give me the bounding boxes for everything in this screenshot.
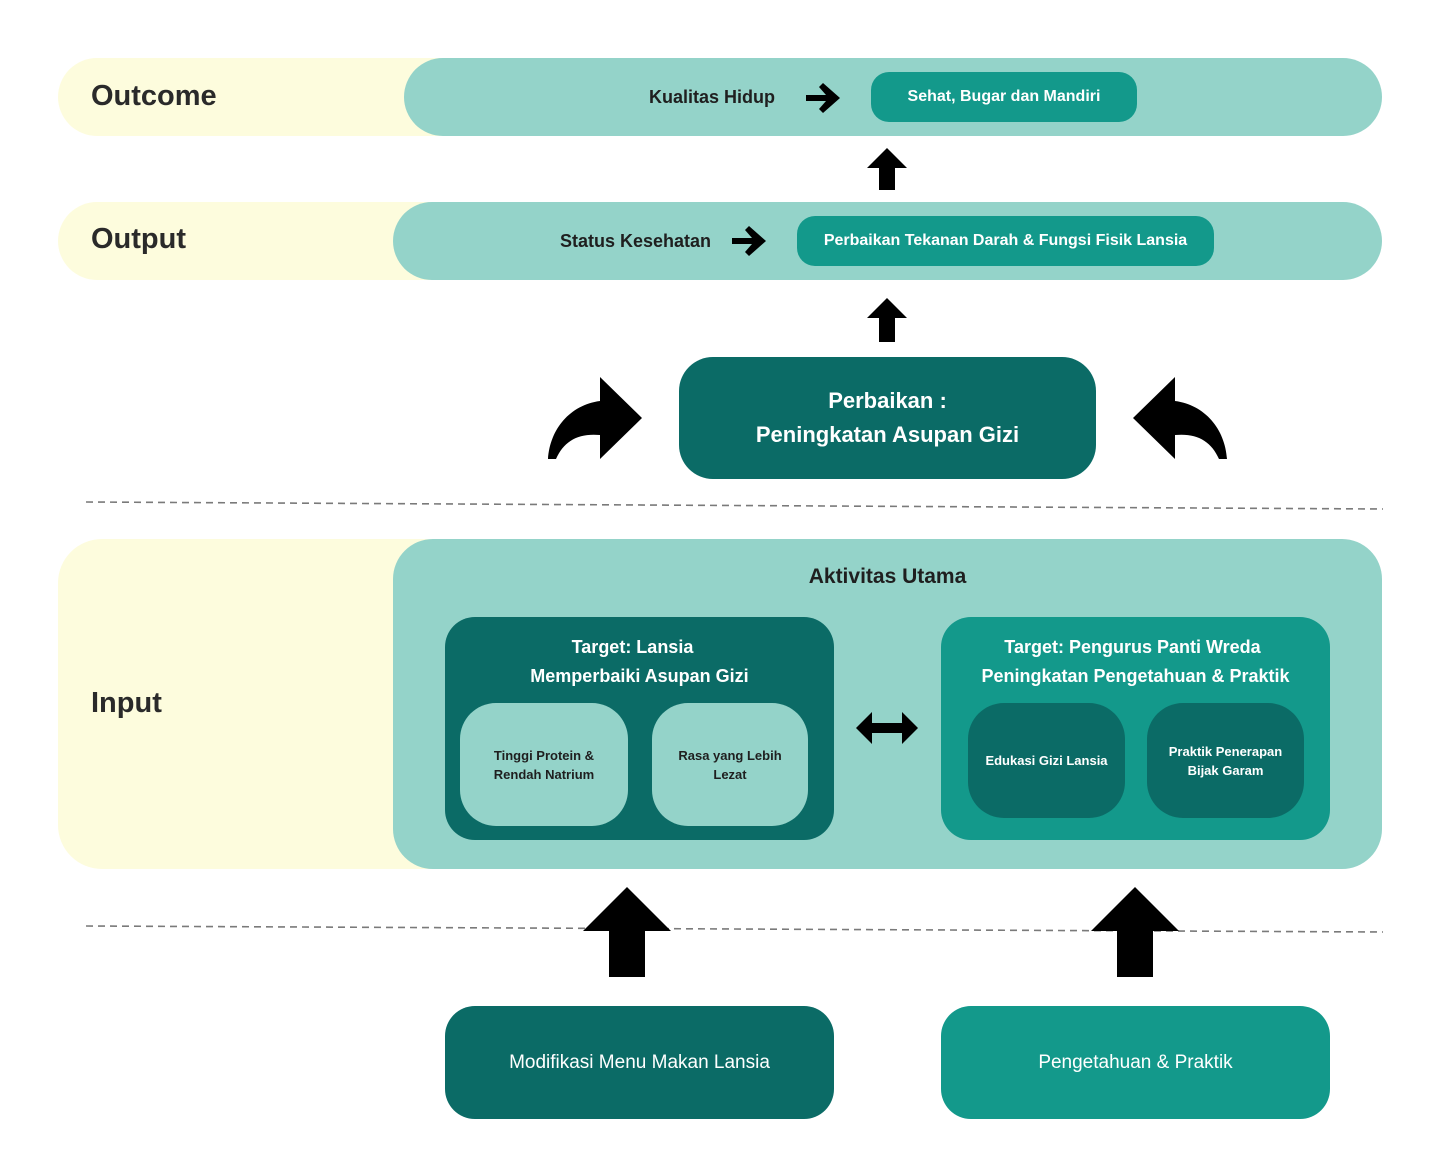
target-pengurus-title: Target: Pengurus Panti Wreda Peningkatan… [941,633,1330,691]
left-item-rasa-line-2: Lezat [713,766,747,782]
target-lansia-title-line-1: Target: Lansia [571,637,694,657]
outcome-indicator: Kualitas Hidup [649,87,776,107]
outcome-result: Sehat, Bugar dan Mandiri [871,72,1137,122]
up-arrow-icon [867,148,907,190]
target-pengurus-title-line-2: Peningkatan Pengetahuan & Praktik [981,666,1290,686]
double-arrow-icon [856,712,918,744]
big-up-arrow-icon [583,887,671,977]
outcome-label: Outcome [91,80,217,112]
improvement-line-2: Peningkatan Asupan Gizi [755,422,1020,447]
output-label: Output [91,223,187,255]
left-item-rasa: Rasa yang Lebih Lezat [652,703,808,826]
source-pengetahuan-praktik: Pengetahuan & Praktik [941,1006,1330,1119]
right-item-edukasi: Edukasi Gizi Lansia [968,703,1125,818]
right-item-praktik-line-2: Bijak Garam [1187,762,1264,778]
improvement-line-1: Perbaikan : [828,388,947,413]
output-right-arrow-icon [732,226,766,256]
left-item-protein: Tinggi Protein & Rendah Natrium [460,703,628,826]
left-item-protein-line-1: Tinggi Protein & [493,747,595,763]
right-item-praktik-line-1: Praktik Penerapan [1168,743,1283,759]
input-label: Input [91,687,162,719]
curved-forward-arrow-icon [548,377,642,459]
curved-back-arrow-icon [1133,377,1227,459]
left-item-rasa-line-1: Rasa yang Lebih [678,747,782,763]
right-item-edukasi-line-1: Edukasi Gizi Lansia [985,753,1108,768]
right-item-praktik: Praktik Penerapan Bijak Garam [1147,703,1304,818]
up-arrow-icon [867,298,907,342]
improvement-box: Perbaikan : Peningkatan Asupan Gizi [679,357,1096,479]
big-up-arrow-icon [1091,887,1179,977]
divider-line [85,925,1384,933]
divider-line [85,501,1384,510]
target-lansia-title-line-2: Memperbaiki Asupan Gizi [530,666,749,686]
left-item-protein-line-2: Rendah Natrium [493,766,595,782]
target-pengurus-title-line-1: Target: Pengurus Panti Wreda [1004,637,1261,657]
source-modifikasi-menu: Modifikasi Menu Makan Lansia [445,1006,834,1119]
outcome-right-arrow-icon [806,83,840,113]
input-title: Aktivitas Utama [808,565,967,588]
target-lansia-title: Target: Lansia Memperbaiki Asupan Gizi [445,633,834,691]
output-result: Perbaikan Tekanan Darah & Fungsi Fisik L… [797,216,1214,266]
output-indicator: Status Kesehatan [560,231,712,251]
